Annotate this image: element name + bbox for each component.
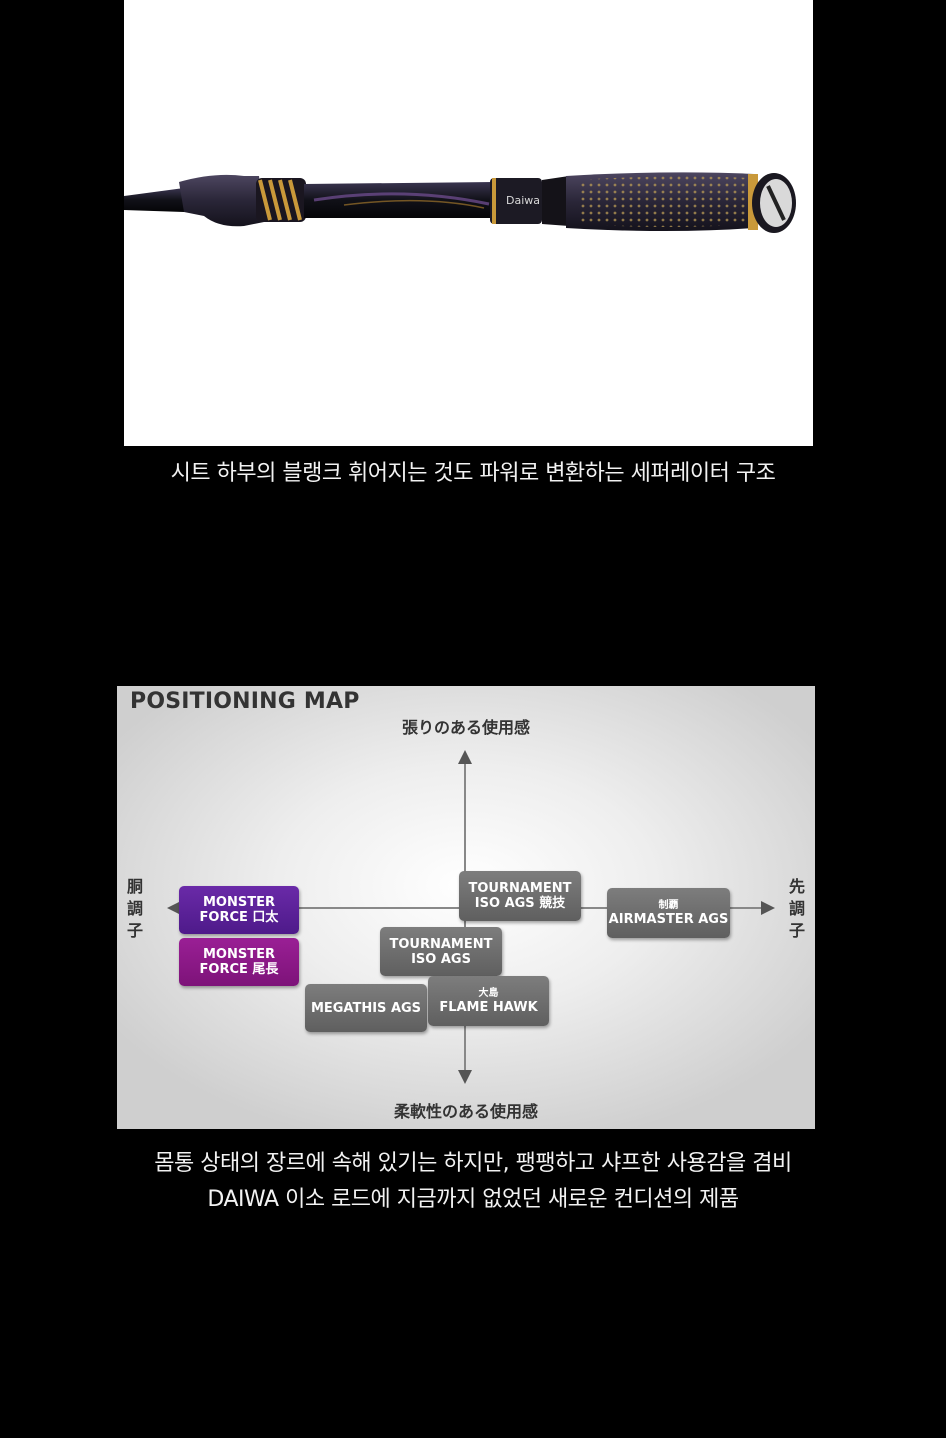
item-sub: 制覇 <box>658 899 679 911</box>
item-airmaster-ags: 制覇 AIRMASTER AGS <box>607 888 730 938</box>
item-tournament-iso-ags: TOURNAMENT ISO AGS <box>380 927 502 976</box>
axis-top-label: 張りのある使用感 <box>401 718 530 737</box>
item-line: ISO AGS 競技 <box>474 896 566 911</box>
item-line: MONSTER <box>203 895 275 910</box>
axis-right-char: 先 <box>788 877 805 896</box>
caption-bottom-line: DAIWA 이소 로드에 지금까지 없었던 새로운 컨디션의 제품 <box>207 1187 739 1212</box>
axis-right-char: 子 <box>788 921 805 940</box>
item-oshima-flame-hawk: 大島 FLAME HAWK <box>428 976 549 1026</box>
item-line: FLAME HAWK <box>439 999 538 1015</box>
gold-wrap <box>256 178 306 222</box>
axis-left-char: 胴 <box>126 877 143 896</box>
rod-photo: Daiwa <box>124 0 813 446</box>
item-megathis-ags: MEGATHIS AGS <box>305 984 427 1032</box>
axis-right-char: 調 <box>788 899 805 918</box>
axis-left-char: 子 <box>126 921 143 940</box>
item-tournament-iso-ags-kyogi: TOURNAMENT ISO AGS 競技 <box>459 871 581 921</box>
rod-blank <box>304 182 494 218</box>
item-line: FORCE 口太 <box>199 910 279 925</box>
reel-seat <box>179 174 264 227</box>
item-line: FORCE 尾長 <box>199 962 279 977</box>
item-line: TOURNAMENT <box>468 881 572 896</box>
map-title: POSITIONING MAP <box>130 689 360 714</box>
positioning-map: POSITIONING MAP 張りのある使用感 柔軟性のある使用感 胴 調 子… <box>117 686 815 1129</box>
item-line: AIRMASTER AGS <box>608 911 729 927</box>
caption-bottom: 몸통 상태의 장르에 속해 있기는 하지만, 팽팽하고 샤프한 사용감을 겸비 … <box>0 1146 946 1218</box>
item-line: MONSTER <box>203 947 275 962</box>
axis-bottom-label: 柔軟性のある使用感 <box>393 1102 538 1121</box>
svg-text:Daiwa: Daiwa <box>506 194 540 207</box>
caption-bottom-line: 몸통 상태의 장르에 속해 있기는 하지만, 팽팽하고 샤프한 사용감을 겸비 <box>154 1151 792 1176</box>
grip-collar <box>490 178 542 224</box>
item-line: MEGATHIS AGS <box>310 1000 422 1016</box>
caption-top: 시트 하부의 블랭크 휘어지는 것도 파워로 변환하는 세퍼레이터 구조 <box>170 461 776 486</box>
item-line: TOURNAMENT <box>389 936 493 952</box>
axis-left-char: 調 <box>126 899 143 918</box>
axis-right-label: 先 調 子 <box>787 876 807 942</box>
item-line: ISO AGS <box>411 951 471 967</box>
rod-illustration: Daiwa <box>124 172 796 233</box>
rod-tip <box>124 188 184 212</box>
axis-left-label: 胴 調 子 <box>125 876 145 942</box>
item-sub: 大島 <box>478 987 499 999</box>
item-monster-force-onaga: MONSTER FORCE 尾長 <box>179 938 299 986</box>
item-monster-force-kuchibuto: MONSTER FORCE 口太 <box>179 886 299 934</box>
